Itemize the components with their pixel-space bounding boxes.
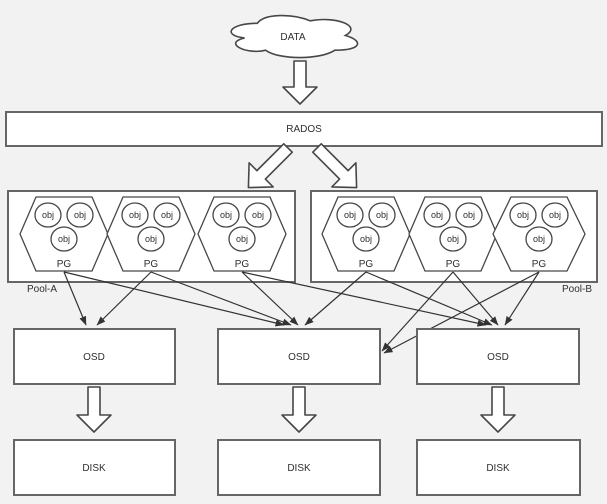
pool-b-pg-1: obj obj obj PG <box>321 196 411 272</box>
osd-1-label: OSD <box>83 352 105 363</box>
obj-circle <box>34 202 62 228</box>
edge-pool-b-pg3-to-osd3 <box>504 271 540 326</box>
block-arrow-rados-to-pool-a <box>247 142 294 189</box>
rados-rect <box>5 111 603 147</box>
obj-label: obj <box>533 234 545 244</box>
obj-circle <box>439 226 467 252</box>
block-arrow-rados-to-pool-b <box>311 142 358 189</box>
obj-circle <box>541 202 569 228</box>
obj-circle <box>228 226 256 252</box>
rados-box: RADOS <box>5 111 603 147</box>
pool-a-pg-1: obj obj obj PG <box>19 196 109 272</box>
osd-3-box: OSD <box>416 328 580 385</box>
data-cloud: DATA <box>230 14 359 59</box>
obj-circle <box>66 202 94 228</box>
osd-2-box: OSD <box>217 328 381 385</box>
obj-circle <box>525 226 553 252</box>
edge-pool-a-pg1-to-osd1 <box>63 271 87 326</box>
obj-circle <box>153 202 181 228</box>
obj-circle <box>352 226 380 252</box>
pool-a-label: Pool-A <box>27 284 57 295</box>
obj-circle <box>509 202 537 228</box>
obj-label: obj <box>431 210 443 220</box>
obj-label: obj <box>145 234 157 244</box>
obj-label: obj <box>360 234 372 244</box>
edge-pool-b-pg3-to-osd2 <box>383 271 540 354</box>
data-cloud-label: DATA <box>280 32 306 43</box>
obj-label: obj <box>161 210 173 220</box>
obj-label: obj <box>42 210 54 220</box>
disk-1-box: DISK <box>13 439 176 496</box>
obj-label: obj <box>376 210 388 220</box>
obj-circle <box>121 202 149 228</box>
disk-3-box: DISK <box>416 439 581 496</box>
block-arrow-osd1-to-disk1 <box>76 386 112 433</box>
disk-3-label: DISK <box>486 463 510 474</box>
obj-label: obj <box>129 210 141 220</box>
disk-rect <box>416 439 581 496</box>
obj-circle <box>137 226 165 252</box>
edge-pool-b-pg1-to-osd2 <box>304 271 367 326</box>
pool-b-pg-3: obj obj obj PG <box>492 196 586 272</box>
osd-rect <box>217 328 381 385</box>
edge-pool-b-pg2-to-osd2 <box>381 271 454 352</box>
edge-pool-a-pg1-to-osd2 <box>63 271 285 327</box>
pg-label: PG <box>57 259 72 270</box>
obj-circle <box>50 226 78 252</box>
obj-label: obj <box>447 234 459 244</box>
pg-label: PG <box>446 259 461 270</box>
osd-2-label: OSD <box>288 352 310 363</box>
rados-label: RADOS <box>286 124 322 135</box>
edge-pool-a-pg3-to-osd2 <box>241 271 299 326</box>
cloud-shape <box>230 14 359 59</box>
pool-a: obj obj obj PG obj obj obj PG obj obj ob… <box>7 190 296 295</box>
pool-a-pg-3: obj obj obj PG <box>197 196 287 272</box>
pool-a-pg-2: obj obj obj PG <box>106 196 196 272</box>
osd-1-box: OSD <box>13 328 176 385</box>
obj-label: obj <box>74 210 86 220</box>
osd-rect <box>416 328 580 385</box>
osd-3-label: OSD <box>487 352 509 363</box>
obj-label: obj <box>252 210 264 220</box>
obj-circle <box>455 202 483 228</box>
obj-circle <box>212 202 240 228</box>
obj-circle <box>244 202 272 228</box>
pg-to-osd-edges <box>63 271 540 354</box>
pg-label: PG <box>359 259 374 270</box>
disk-rect <box>217 439 381 496</box>
disk-1-label: DISK <box>82 463 106 474</box>
obj-label: obj <box>236 234 248 244</box>
obj-label: obj <box>517 210 529 220</box>
disk-2-box: DISK <box>217 439 381 496</box>
edge-pool-b-pg2-to-osd3 <box>452 271 499 326</box>
obj-label: obj <box>549 210 561 220</box>
obj-circle <box>336 202 364 228</box>
obj-label: obj <box>344 210 356 220</box>
pool-b-pg-2: obj obj obj PG <box>408 196 498 272</box>
edge-pool-a-pg2-to-osd2 <box>150 271 292 326</box>
disk-rect <box>13 439 176 496</box>
pg-label: PG <box>235 259 250 270</box>
pg-label: PG <box>144 259 159 270</box>
block-arrow-data-to-rados <box>282 60 318 105</box>
obj-circle <box>368 202 396 228</box>
edge-pool-a-pg2-to-osd1 <box>96 271 152 326</box>
obj-circle <box>423 202 451 228</box>
obj-label: obj <box>463 210 475 220</box>
obj-label: obj <box>220 210 232 220</box>
disk-2-label: DISK <box>287 463 311 474</box>
edge-pool-a-pg3-to-osd3 <box>241 271 487 327</box>
osd-rect <box>13 328 176 385</box>
pool-b: obj obj obj PG obj obj obj PG obj obj ob… <box>310 190 598 295</box>
obj-label: obj <box>58 234 70 244</box>
pool-b-label: Pool-B <box>562 284 592 295</box>
pg-label: PG <box>532 259 547 270</box>
block-arrow-osd2-to-disk2 <box>281 386 317 433</box>
block-arrow-osd3-to-disk3 <box>480 386 516 433</box>
